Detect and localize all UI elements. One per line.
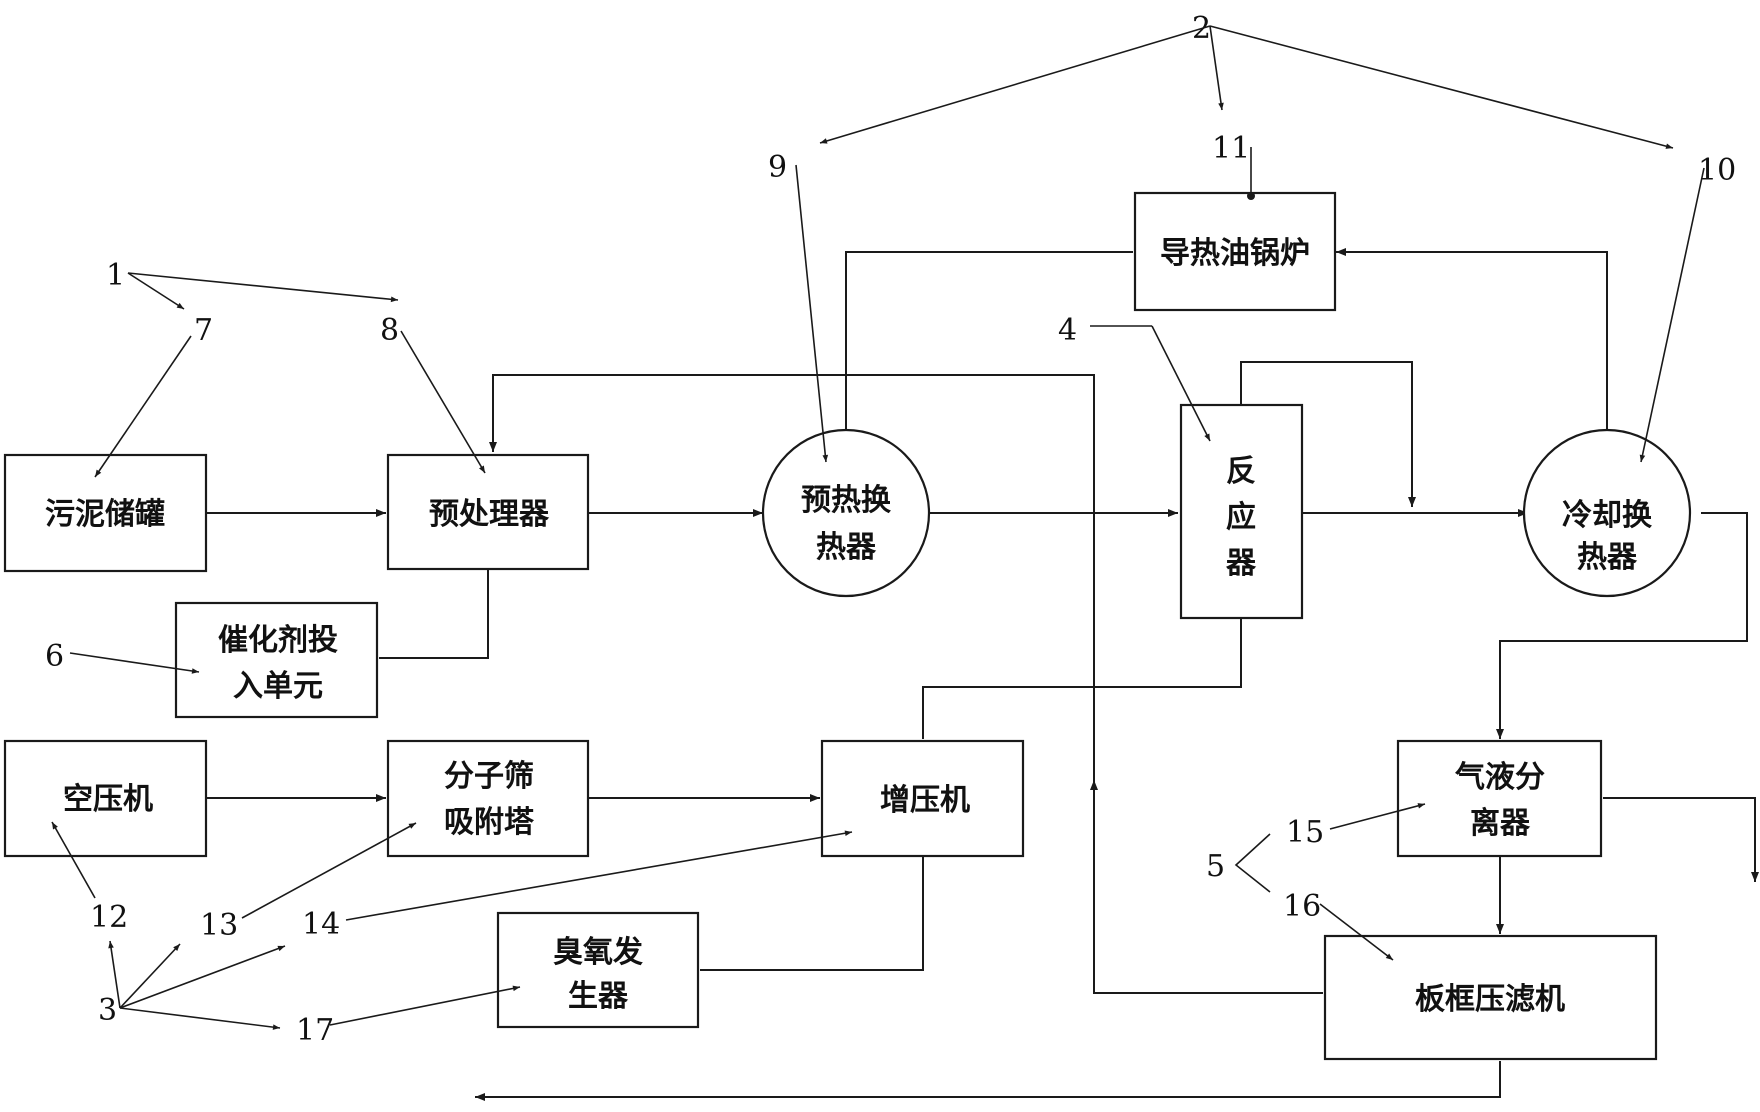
molecular-sieve: 分子筛 吸附塔 [386,739,590,858]
cooling-exchanger-label-2: 热器 [1577,540,1638,575]
flow-reactor-top-loop [1240,361,1416,507]
reactor-label-1: 反 [1226,454,1256,489]
thermal-oil-boiler-label: 导热油锅炉 [1160,236,1310,271]
plate-filter-press: 板框压滤机 [1323,934,1658,1061]
preheat-exchanger: 预热换 热器 [761,428,931,598]
sludge-tank: 污泥储罐 [3,453,208,573]
callout-16: 16 [1283,889,1321,924]
cooling-exchanger-label-1: 冷却换 [1562,498,1653,533]
ozone-generator-label-1: 臭氧发 [553,935,643,970]
thermal-oil-boiler: 导热油锅炉 [1133,191,1337,312]
sludge-tank-label: 污泥储罐 [45,497,165,532]
callout-4: 4 [1058,313,1077,348]
plate-filter-press-label: 板框压滤机 [1415,982,1565,1017]
flow-reactor-to-booster [922,618,1242,739]
preheat-exchanger-label-2: 热器 [816,530,877,565]
callout-5: 5 [1206,849,1225,884]
molecular-sieve-label-2: 吸附塔 [444,805,535,840]
catalyst-unit: 催化剂投 入单元 [174,601,379,719]
ozone-generator-label-2: 生器 [568,979,629,1014]
reactor-label-3: 器 [1225,546,1257,581]
booster-compressor-label: 增压机 [880,783,970,818]
callout-7: 7 [194,313,213,348]
callout-12: 12 [90,900,128,935]
callout-10: 10 [1698,153,1736,188]
molecular-sieve-label-1: 分子筛 [444,759,534,794]
callout-8: 8 [380,313,399,348]
booster-compressor: 增压机 [820,739,1025,858]
callout-3: 3 [98,993,117,1028]
flow-cooling-to-boiler [1336,248,1608,434]
flow-return-to-pretreater [489,374,1095,452]
ozone-generator: 臭氧发 生器 [496,911,700,1029]
callout-2: 2 [1192,11,1211,46]
catalyst-unit-label-2: 入单元 [233,669,323,704]
flow-cooling-to-separator [1496,512,1748,739]
callout-leaders [51,25,1705,1030]
catalyst-unit-label-1: 催化剂投 [218,623,338,658]
callout-numbers: 1 2 3 4 5 6 7 8 9 10 11 12 13 14 15 16 1… [45,11,1736,1048]
gas-liquid-separator-label-2: 离器 [1470,806,1531,841]
pretreater-label: 预处理器 [429,497,550,532]
air-compressor: 空压机 [3,739,208,858]
gas-liquid-separator-label-1: 气液分 [1455,760,1545,795]
callout-14: 14 [302,907,340,942]
callout-13: 13 [200,908,238,943]
flow-lines [206,248,1759,1101]
pretreater: 预处理器 [386,453,590,571]
callout-15: 15 [1286,815,1324,850]
callout-11: 11 [1212,131,1250,166]
preheat-exchanger-label-1: 预热换 [801,483,892,518]
callout-6: 6 [45,639,64,674]
air-compressor-label: 空压机 [63,782,153,817]
flow-filter-outlet [475,1061,1501,1101]
callout-17: 17 [296,1013,334,1048]
flow-catalyst-to-pretreater [379,569,489,659]
reactor: 反 应 器 [1179,403,1304,620]
cooling-exchanger: 冷却换 热器 [1522,428,1692,598]
flow-boiler-to-preheat [845,251,1133,434]
callout-1: 1 [106,258,125,293]
callout-9: 9 [768,150,787,185]
gas-liquid-separator: 气液分 离器 [1396,739,1603,858]
reactor-label-2: 应 [1226,500,1256,535]
flow-booster-to-ozone [700,856,924,971]
flow-filter-press-return [1090,780,1323,994]
flow-separator-gas-out [1603,797,1759,882]
